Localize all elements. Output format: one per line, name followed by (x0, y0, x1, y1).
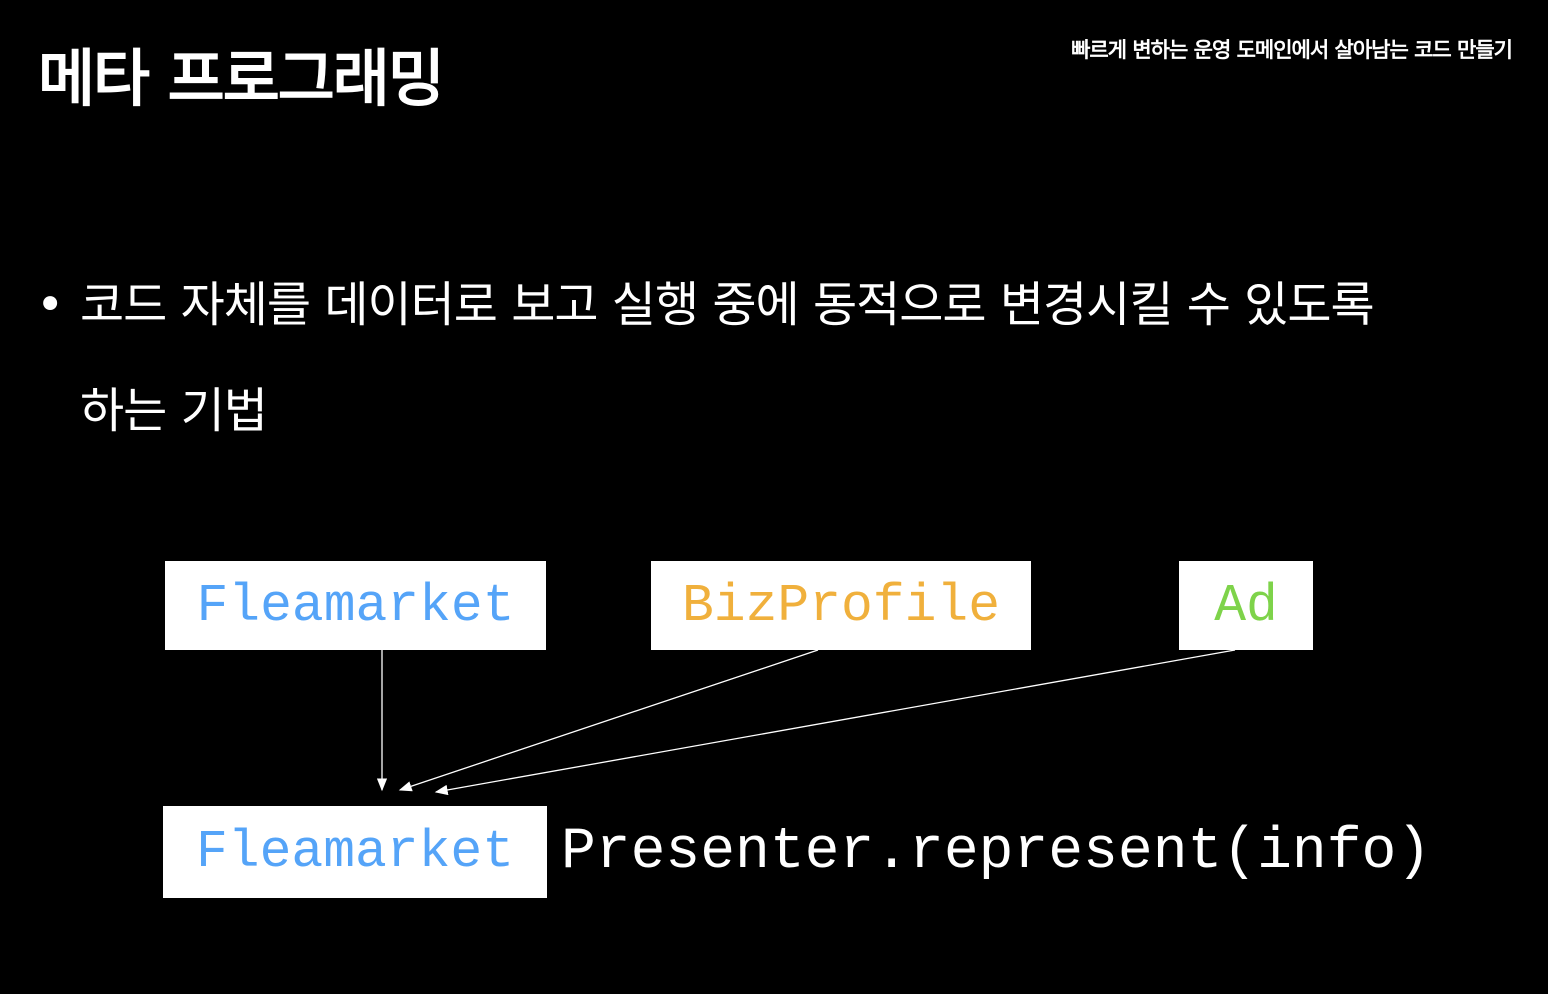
slide-subtitle: 빠르게 변하는 운영 도메인에서 살아남는 코드 만들기 (1071, 38, 1513, 62)
source-label: Ad (1214, 575, 1278, 636)
target-label: Fleamarket (195, 822, 515, 882)
source-box-ad: Ad (1179, 561, 1313, 650)
source-label: BizProfile (681, 575, 1001, 636)
slide-title: 메타 프로그래밍 (38, 42, 445, 115)
source-box-bizprofile: BizProfile (651, 561, 1031, 650)
arrow-ad (434, 649, 1236, 796)
source-box-fleamarket: Fleamarket (165, 561, 546, 650)
source-label: Fleamarket (196, 575, 515, 636)
bullet-text: 코드 자체를 데이터로 보고 실행 중에 동적으로 변경시킬 수 있도록 하는 … (80, 277, 1375, 439)
target-box: Fleamarket (163, 806, 547, 898)
bullet-item: • 코드 자체를 데이터로 보고 실행 중에 동적으로 변경시킬 수 있도록 하… (36, 252, 1416, 464)
bullet-marker: • (36, 277, 65, 333)
arrow-bizprofile (398, 649, 819, 792)
call-suffix: Presenter.represent(info) (561, 820, 1432, 885)
